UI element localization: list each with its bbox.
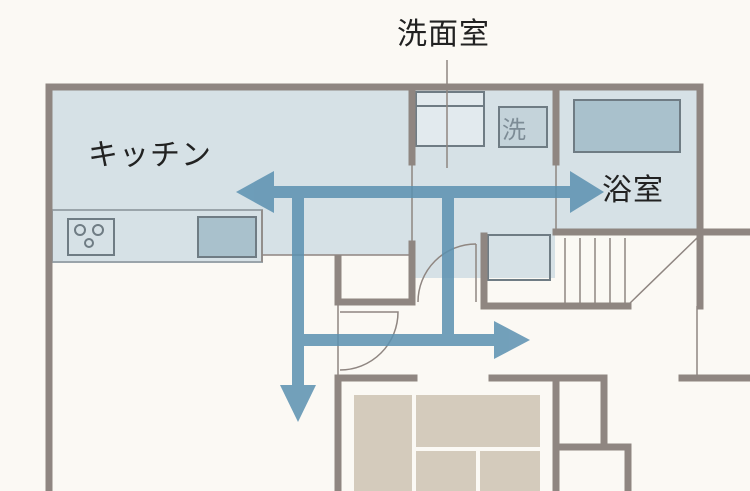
kitchen-counter bbox=[51, 209, 263, 263]
washing-machine-icon bbox=[498, 106, 548, 148]
flow-arrows bbox=[236, 171, 604, 422]
arrow-right-icon bbox=[570, 171, 604, 213]
arrow-right-icon-2 bbox=[494, 321, 530, 359]
bathtub-icon bbox=[573, 99, 681, 153]
arrow-left-icon bbox=[236, 171, 274, 213]
wash-basin bbox=[415, 91, 485, 147]
label-washroom: 洗面室 bbox=[397, 17, 490, 52]
stove-icon bbox=[67, 218, 115, 256]
thin-lines bbox=[261, 60, 698, 378]
closet-fixture bbox=[487, 234, 551, 281]
label-kitchen: キッチン bbox=[88, 138, 212, 173]
door-swing-icon bbox=[339, 243, 477, 371]
sink-icon bbox=[197, 216, 257, 258]
label-bath: 浴室 bbox=[602, 173, 664, 208]
label-washer: 洗 bbox=[502, 116, 527, 144]
arrow-down-icon bbox=[280, 385, 316, 422]
stairs-icon bbox=[564, 237, 698, 307]
tatami-room bbox=[350, 391, 544, 491]
